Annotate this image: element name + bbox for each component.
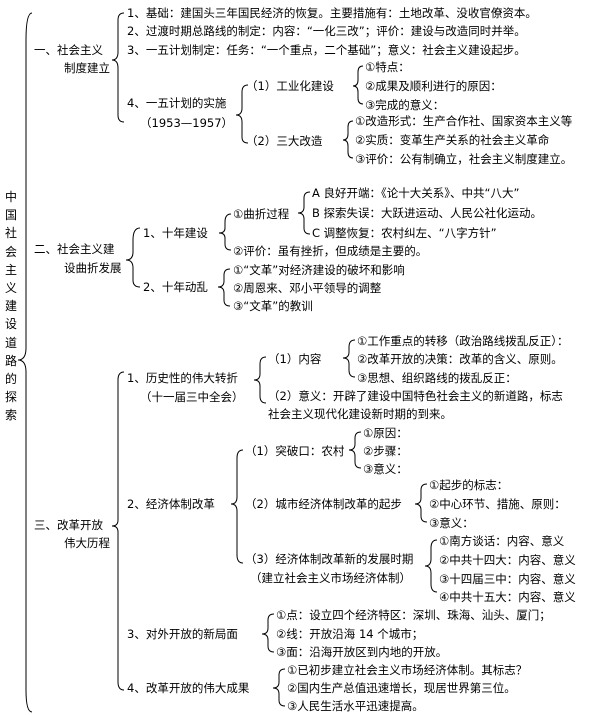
s3-content: （1）内容 <box>268 352 322 366</box>
root-bracket <box>17 12 33 713</box>
s3-p2c-bracket <box>424 539 438 593</box>
s2-p2-bracket <box>217 268 231 307</box>
s1-i2-evaluation: ③评价：公有制确立，社会主义制度建立。 <box>355 152 573 166</box>
s3-p2a-bracket <box>348 431 362 469</box>
s1-i2-bracket <box>342 120 354 159</box>
s3-p4-bracket <box>272 668 286 707</box>
s1-point-3: 3、一五计划制定：任务：“一个重点，二个基础”；意义：社会主义建设起步。 <box>127 43 526 57</box>
s3-p2b-bracket <box>414 483 428 523</box>
s2-adjustment: C 调整恢复：农村纠左、“八字方针” <box>312 226 497 240</box>
s3-15th-congress: ④中共十五大：内容、意义 <box>439 590 576 604</box>
s1-i2-form: ①改造形式：生产合作社、国家资本主义等 <box>355 114 573 128</box>
s3-opening-line: ②线：开放沿海 14 个城市； <box>276 627 424 641</box>
s2-turmoil-damage: ①“文革”对经济建设的破坏和影响 <box>233 263 405 277</box>
s3-significance-2: 社会主义现代化建设新时期的到来。 <box>268 407 452 421</box>
s2-adjustment-leaders: ②周恩来、邓小平领导的调整 <box>233 281 382 295</box>
s3-title-line2: 伟大历程 <box>64 536 110 550</box>
s1-bracket <box>111 12 125 123</box>
s1-i1-meaning: ③完成的意义： <box>365 98 445 112</box>
s1-i1-bracket <box>352 65 364 105</box>
s3-opening-point: ①点：设立四个经济特区：深圳、珠海、汕头、厦门； <box>276 608 551 622</box>
s2-ten-years-construction: 1、十年建设 <box>143 226 208 240</box>
s1-point-2: 2、过渡时期总路线的制定：内容：“一化三改”；评价：建设与改造同时并举。 <box>127 24 526 38</box>
s3-bracket <box>111 371 125 691</box>
s3-p2-bracket <box>230 449 244 564</box>
s1-title-line2: 制度建立 <box>64 61 110 75</box>
s1-title-line1: 一、社会主义 <box>34 43 103 57</box>
s2-evaluation: ②评价：虽有挫折，但成绩是主要的。 <box>233 244 428 258</box>
s3-achievements: 4、改革开放的伟大成果 <box>127 681 250 695</box>
s2-title-line1: 二、社会主义建 <box>34 242 115 256</box>
s3-urban-sign: ①起步的标志： <box>429 478 509 492</box>
s2-ten-years-turmoil: 2、十年动乱 <box>143 280 208 294</box>
s3-achievement-3: ③人民生活水平迅速提高。 <box>287 699 424 713</box>
s3-significance: （2）意义：开辟了建设中国特色社会主义的新道路，标志 <box>268 389 563 403</box>
s3-14th-plenum: ③十四届三中：内容、意义 <box>439 572 576 586</box>
s3-content-3: ③思想、组织路线的拨乱反正： <box>357 371 517 385</box>
s3-rural-reason: ①原因： <box>363 426 408 440</box>
s2-good-start: A 良好开端：《论十大关系》、中共“八大” <box>312 186 520 200</box>
s3-urban-meaning: ③意义： <box>429 516 474 530</box>
s2-lessons: ③“文革”的教训 <box>233 299 313 313</box>
root-title: 中国社会主义建设道路的探索 <box>4 190 17 423</box>
s3-economic-reform: 2、经济体制改革 <box>127 497 215 511</box>
s3-content-1: ①工作重点的转移（政治路线拨乱反正）： <box>357 334 569 348</box>
s3-south-tour: ①南方谈话：内容、意义 <box>439 534 565 548</box>
s3-achievement-1: ①已初步建立社会主义市场经济体制。其标志？ <box>287 663 528 677</box>
s3-opening-area: ③面：沿海开放区到内地的开放。 <box>276 645 448 659</box>
s3-14th-congress: ②中共十四大：内容、意义 <box>439 553 576 567</box>
s3-third-plenum: （十一届三中全会） <box>140 390 244 404</box>
s1-point-4-years: （1953—1957） <box>140 116 234 130</box>
s2-mistakes: B 探索失误：大跃进运动、人民公社化运动。 <box>312 206 543 220</box>
s3-urban-center: ②中心环节、措施、原则： <box>429 497 566 511</box>
s2-bracket <box>125 227 141 288</box>
s3-opening-up: 3、对外开放的新局面 <box>127 627 238 641</box>
s3-p3-bracket <box>261 613 275 653</box>
s3-achievement-2: ②国内生产总值迅速增长，现居世界第三位。 <box>287 681 516 695</box>
s3-p1x-bracket <box>342 339 356 378</box>
s1-p4-bracket <box>235 84 249 144</box>
s3-new-period: （3）经济体制改革新的发展时期 <box>245 552 414 566</box>
s3-market-economy: （建立社会主义市场经济体制） <box>250 571 411 585</box>
s1-industrialization: （1）工业化建设 <box>246 79 334 93</box>
s3-p1-bracket <box>253 356 267 404</box>
s3-urban-reform: （2）城市经济体制改革的起步 <box>245 497 402 511</box>
s2-p1-bracket <box>218 213 232 251</box>
s3-rural-meaning: ③意义： <box>363 462 408 476</box>
s2-title-line2: 设曲折发展 <box>64 261 122 275</box>
s1-three-reforms: （2）三大改造 <box>246 134 323 148</box>
s1-i1-feature: ①特点： <box>365 60 410 74</box>
s1-i2-essence: ②实质：变革生产关系的社会主义革命 <box>355 133 550 147</box>
s3-title-line1: 三、改革开放 <box>34 518 103 532</box>
s3-turning-point: 1、历史性的伟大转折 <box>127 371 238 385</box>
s2-twists: ①曲折过程 <box>233 207 290 221</box>
s1-point-1: 1、基础：建国头三年国民经济的恢复。主要措施有：土地改革、没收官僚资本。 <box>127 6 537 20</box>
s3-rural-steps: ②步骤： <box>363 444 408 458</box>
s3-content-2: ②改革开放的决策：改革的含义、原则。 <box>357 352 563 366</box>
s2-p1a-bracket <box>297 191 311 235</box>
s3-rural-breakthrough: （1）突破口：农村 <box>245 444 345 458</box>
s1-i1-result: ②成果及顺利进行的原因： <box>365 79 502 93</box>
s1-point-4: 4、一五计划的实施 <box>127 96 227 110</box>
